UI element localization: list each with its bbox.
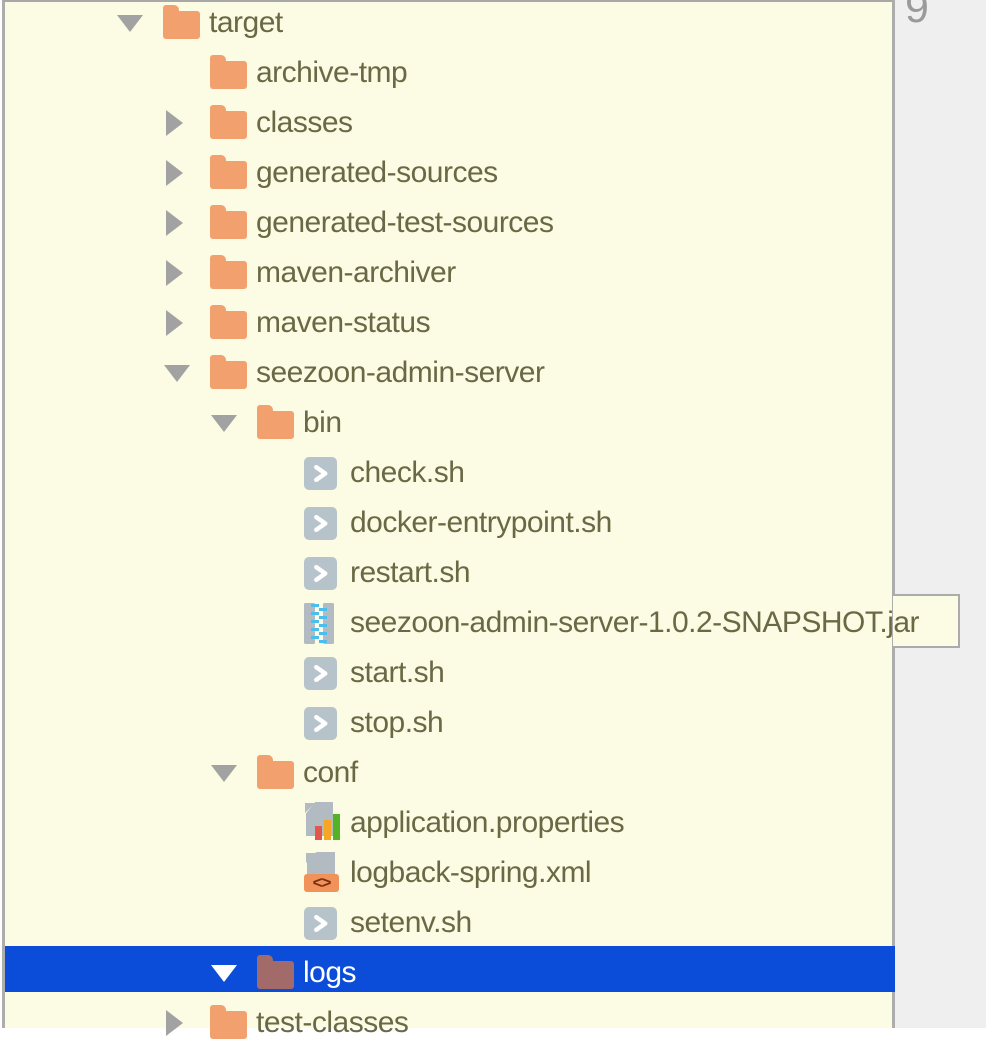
project-tree-panel: target archive-tmp classes generated-source… [2, 0, 920, 1039]
tree-item-label: check.sh [350, 456, 465, 489]
line-number: 9 [905, 0, 929, 32]
chevron-collapsed-icon[interactable] [166, 210, 183, 236]
chevron-collapsed-icon[interactable] [166, 1010, 183, 1036]
tree-item-logback-spring-xml[interactable]: <> logback-spring.xml [5, 848, 892, 898]
tree-item-label: setenv.sh [350, 906, 472, 939]
tree-item-label: target [209, 6, 283, 39]
tree-item-label: logs [303, 956, 357, 989]
tree-item-label: application.properties [350, 806, 625, 839]
chevron-expanded-icon[interactable] [211, 764, 237, 782]
tree-item-seezoon-admin-server[interactable]: seezoon-admin-server [5, 348, 892, 398]
tree-item-generated-sources[interactable]: generated-sources [5, 148, 892, 198]
shell-script-icon [304, 456, 337, 490]
folder-icon [210, 305, 247, 339]
tree-item-label: bin [303, 406, 342, 439]
tree-item-label: generated-sources [256, 156, 498, 189]
folder-icon [257, 405, 294, 439]
tree-item-label: docker-entrypoint.sh [350, 506, 612, 539]
shell-script-icon [304, 656, 337, 690]
tree-item-archive-tmp[interactable]: archive-tmp [5, 48, 892, 98]
tree-item-label: start.sh [350, 656, 445, 689]
tree-item-restart-sh[interactable]: restart.sh [5, 548, 892, 598]
chevron-collapsed-icon[interactable] [166, 160, 183, 186]
folder-icon [210, 355, 247, 389]
tree-item-label: generated-test-sources [256, 206, 554, 239]
chevron-collapsed-icon[interactable] [166, 310, 183, 336]
folder-icon [210, 55, 247, 89]
properties-file-icon [304, 802, 342, 844]
folder-icon [210, 155, 247, 189]
tree-item-label: stop.sh [350, 706, 444, 739]
tree-item-conf[interactable]: conf [5, 748, 892, 798]
tree-item-test-classes[interactable]: test-classes [5, 998, 892, 1048]
folder-icon [257, 755, 294, 789]
tree-item-classes[interactable]: classes [5, 98, 892, 148]
tree-item-start-sh[interactable]: start.sh [5, 648, 892, 698]
shell-script-icon [304, 506, 337, 540]
chevron-collapsed-icon[interactable] [166, 110, 183, 136]
tree-item-generated-test-sources[interactable]: generated-test-sources [5, 198, 892, 248]
folder-icon [257, 955, 294, 989]
jar-archive-icon [304, 602, 334, 644]
shell-script-icon [304, 706, 337, 740]
tree-item-docker-entrypoint-sh[interactable]: docker-entrypoint.sh [5, 498, 892, 548]
tree-item-label: classes [256, 106, 353, 139]
tree-item-bin[interactable]: bin [5, 398, 892, 448]
tree-item-label: test-classes [256, 1006, 409, 1039]
tree-item-label: restart.sh [350, 556, 471, 589]
tree-item-label: logback-spring.xml [350, 856, 592, 889]
tree-item-maven-status[interactable]: maven-status [5, 298, 892, 348]
folder-icon [210, 1005, 247, 1039]
adjacent-editor-pane: 9 [895, 0, 986, 1028]
chevron-collapsed-icon[interactable] [166, 260, 183, 286]
overflow-popup [893, 594, 960, 648]
tree-item-setenv-sh[interactable]: setenv.sh [5, 898, 892, 948]
tree-item-label: maven-archiver [256, 256, 456, 289]
tree-item-target[interactable]: target [5, 0, 892, 48]
chevron-expanded-icon[interactable] [211, 964, 237, 982]
folder-icon [163, 5, 200, 39]
folder-icon [210, 205, 247, 239]
shell-script-icon [304, 906, 337, 940]
folder-icon [210, 105, 247, 139]
project-tree: target archive-tmp classes generated-source… [5, 0, 920, 1048]
tree-item-application-properties[interactable]: application.properties [5, 798, 892, 848]
chevron-expanded-icon[interactable] [211, 414, 237, 432]
tree-item-label: archive-tmp [256, 56, 408, 89]
panel-border[interactable] [892, 0, 895, 1028]
chevron-expanded-icon[interactable] [117, 14, 143, 32]
xml-file-icon: <> [304, 852, 342, 894]
folder-icon [210, 255, 247, 289]
tree-item-maven-archiver[interactable]: maven-archiver [5, 248, 892, 298]
tree-item-label: maven-status [256, 306, 431, 339]
tree-item-label: seezoon-admin-server [256, 356, 545, 389]
tree-item-check-sh[interactable]: check.sh [5, 448, 892, 498]
chevron-expanded-icon[interactable] [164, 364, 190, 382]
tree-item-seezoon-admin-server-1-0-2-snapshot-jar[interactable]: seezoon-admin-server-1.0.2-SNAPSHOT.jar [5, 598, 920, 648]
tree-item-label: conf [303, 756, 358, 789]
shell-script-icon [304, 556, 337, 590]
tree-item-stop-sh[interactable]: stop.sh [5, 698, 892, 748]
tree-item-label: seezoon-admin-server-1.0.2-SNAPSHOT.jar [350, 606, 920, 639]
tree-item-logs[interactable]: logs [5, 946, 895, 998]
